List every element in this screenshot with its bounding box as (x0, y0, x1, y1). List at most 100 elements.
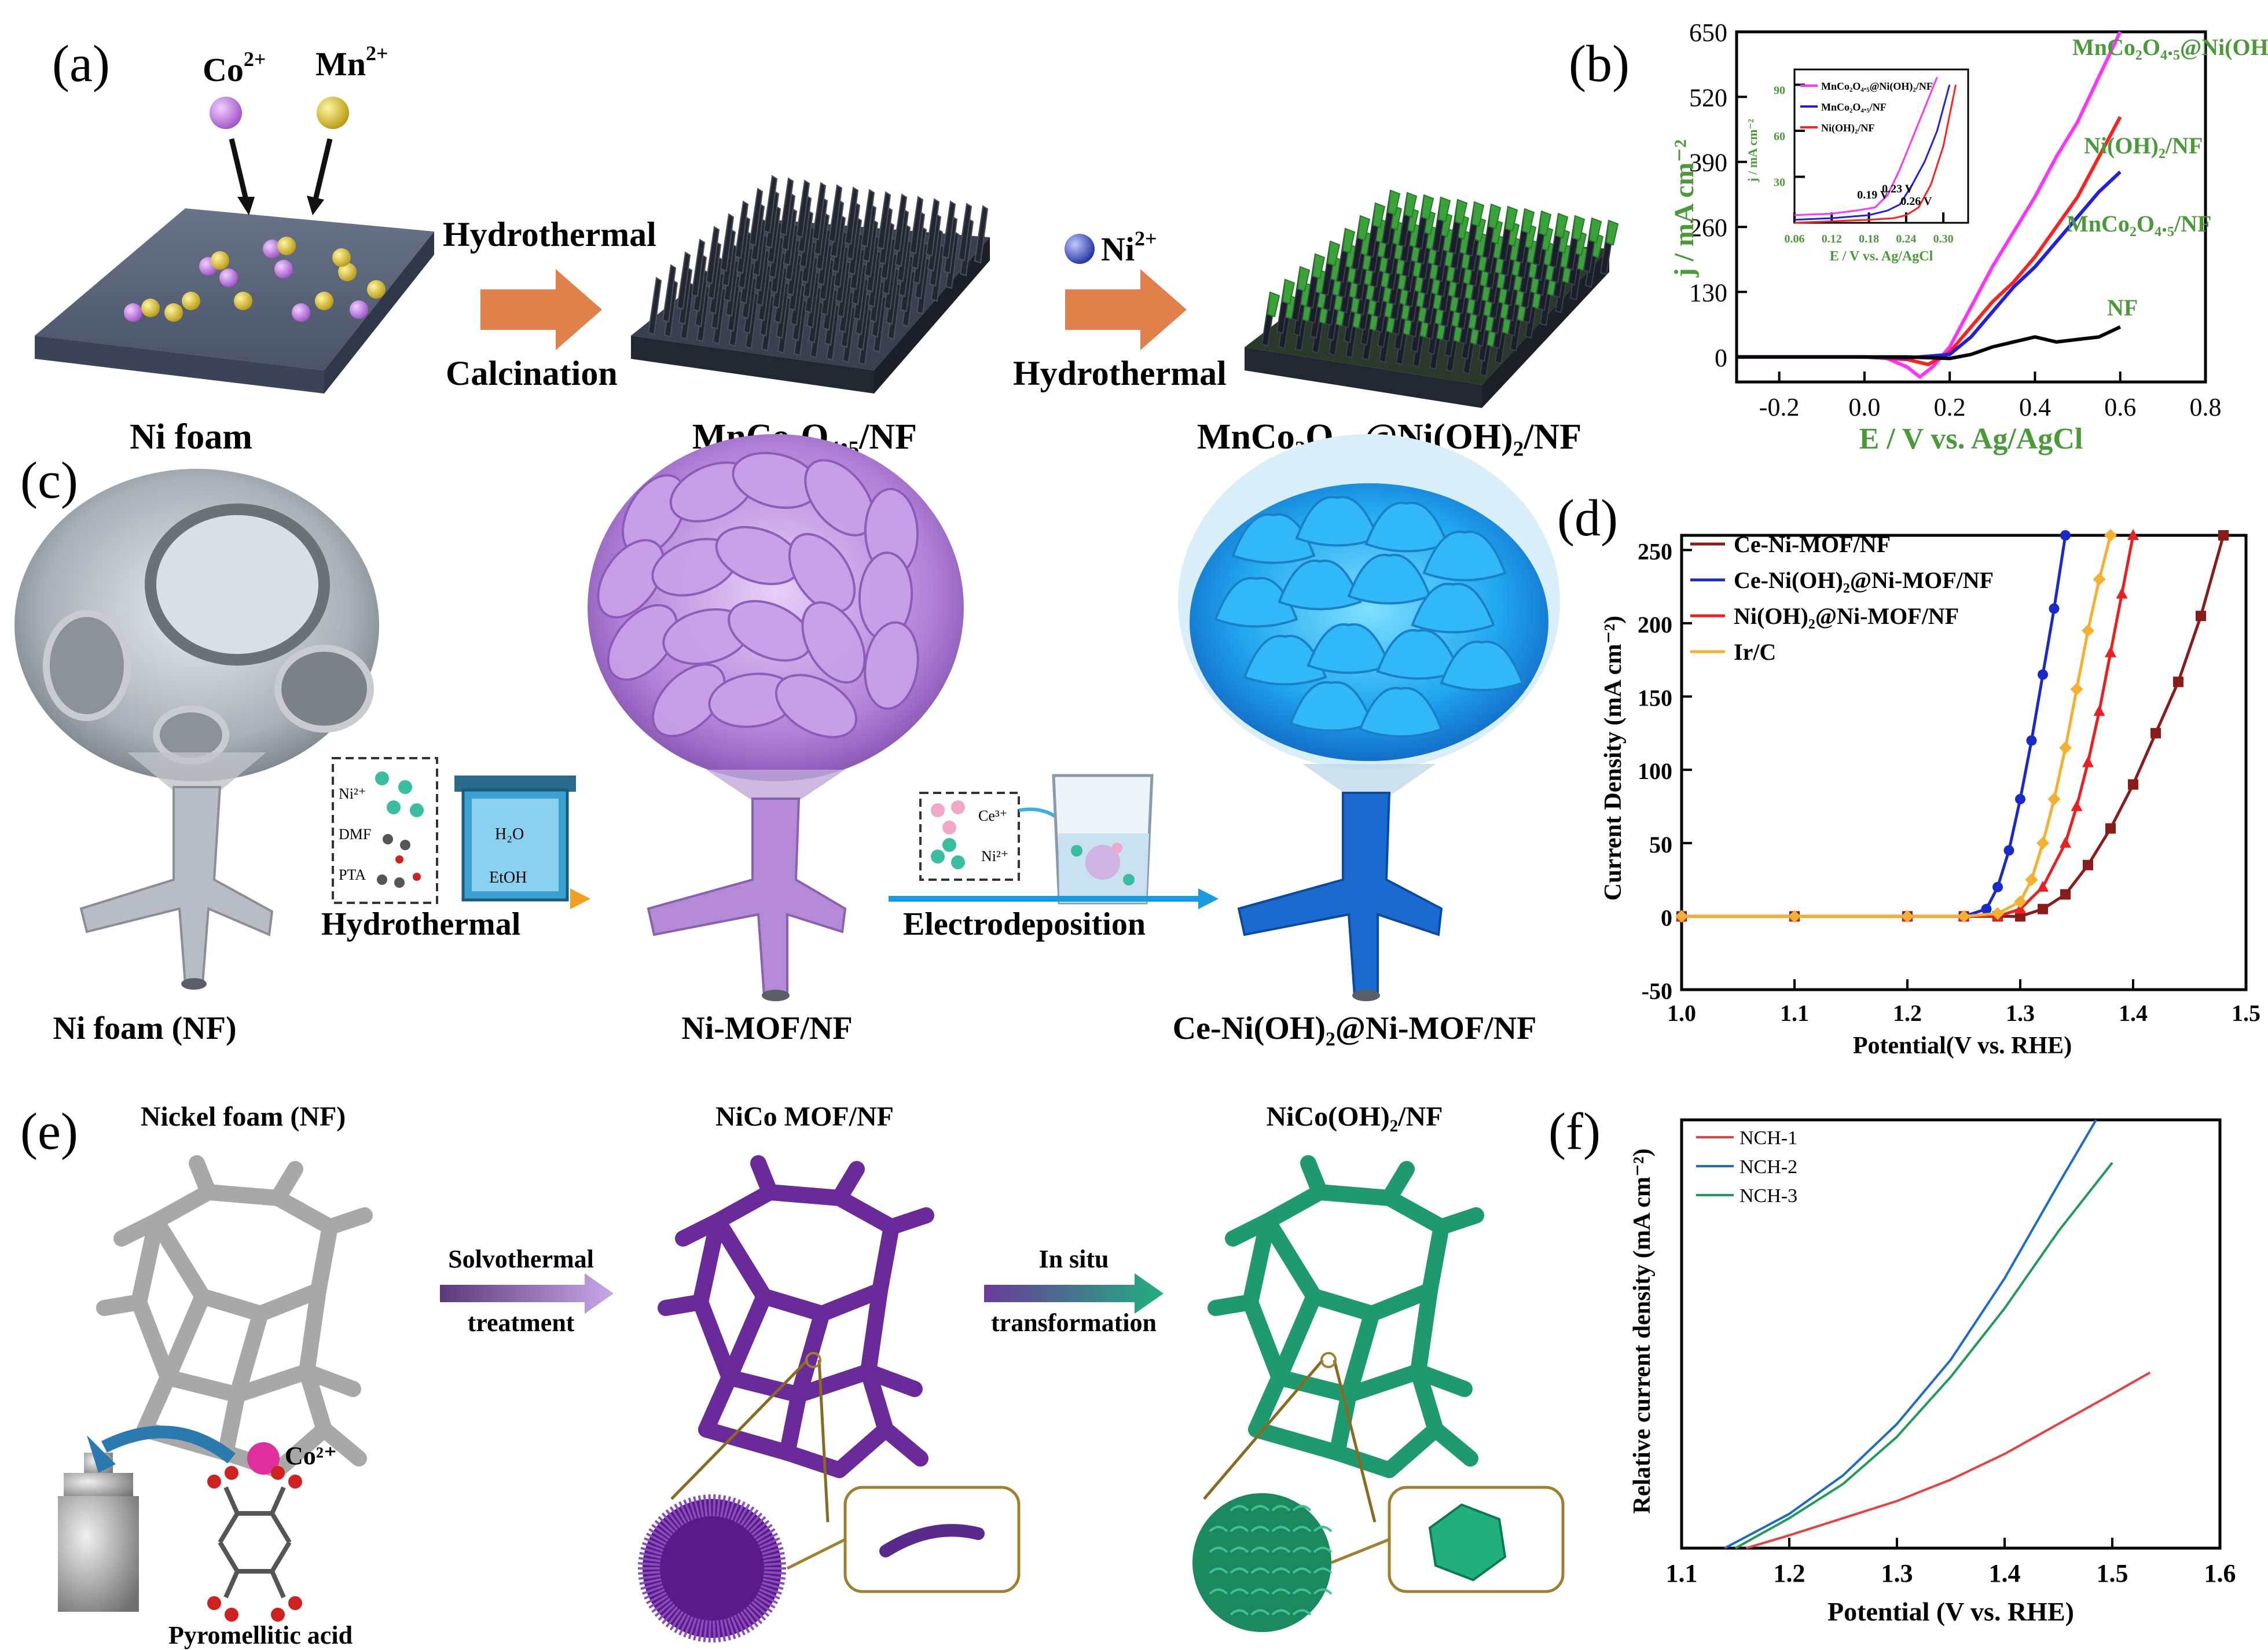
chart-d-point (2060, 836, 2071, 848)
chart-d-point (2127, 529, 2139, 540)
chart-d-x-axis-label: Potential(V vs. RHE) (1853, 1032, 2072, 1059)
chart-d-x-tick-label: 1.4 (2119, 1000, 2148, 1026)
ni-mof-node (647, 798, 847, 1001)
panel-b-letter: (b) (1569, 35, 1630, 93)
chart-b-y-axis-label: j / mA cm⁻² (1669, 139, 1700, 278)
chart-b-x-axis-label: E / V vs. Ag/AgCl (1859, 422, 2083, 455)
title-nico-oh: NiCo(OH)₂/NF (1266, 1101, 1443, 1132)
chart-d-point (2093, 572, 2106, 586)
step1-top-label: Hydrothermal (443, 215, 656, 253)
chart-f-series-line-1 (1746, 1371, 2151, 1549)
chart-d-y-tick-label: 150 (1638, 685, 1672, 711)
chart-d-legend-label: Ce-Ni-MOF/NF (1734, 531, 1891, 557)
chart-d-point (2071, 800, 2083, 811)
ni-foam-node (79, 786, 274, 990)
chart-b-inset-legend-label: MnCo₂O₄.₅/NF (1821, 101, 1887, 113)
chart-b-y-tick-label: 260 (1689, 214, 1727, 242)
ion-balls (124, 237, 386, 322)
chart-d-point (2105, 823, 2116, 834)
nanorod-icon (879, 1524, 985, 1557)
chart-d-y-tick-label: -50 (1642, 978, 1672, 1004)
nanorod-box (843, 1486, 1021, 1593)
caption-ce-nioh: Ce-Ni(OH)₂@Ni-MOF/NF (1173, 1010, 1537, 1046)
chart-d-plot-frame (1680, 534, 2248, 991)
chart-d-point (2026, 735, 2037, 746)
chart-d-series-line-4 (1682, 535, 2112, 918)
chart-d-y-tick-label: 100 (1638, 758, 1672, 784)
chart-b-inset-y-tick-label: 60 (1774, 130, 1785, 143)
chart-f-x-tick-label: 1.5 (2097, 1559, 2128, 1587)
caption-ni-foam: Ni foam (130, 417, 252, 457)
water-label: H₂O (495, 825, 524, 843)
pyromellitic-acid-label: Pyromellitic acid (168, 1621, 353, 1649)
chart-d-point (2173, 677, 2183, 688)
step-hydrothermal: Hydrothermal (321, 906, 520, 942)
autoclave-icon: H₂O EtOH (454, 776, 576, 902)
chart-b-inset-x-axis-label: E / V vs. Ag/AgCl (1830, 249, 1933, 264)
metal-reactor-icon (58, 1453, 139, 1612)
chart-b-x-tick-label: 0.2 (1934, 393, 1966, 421)
chart-d-point (2014, 895, 2027, 909)
ce-nioh-node (1237, 792, 1443, 1001)
chart-d-x-tick-label: 1.3 (2006, 1000, 2035, 1026)
chart-b-inset-annotation: 0.26 V (1900, 195, 1932, 208)
panel-e-letter: (e) (20, 1103, 78, 1160)
chart-d-point (1981, 903, 1992, 914)
chart-d-legend-label: Ce-Ni(OH)₂@Ni-MOF/NF (1734, 567, 1994, 593)
chart-d-point (2150, 727, 2161, 738)
step-solvothermal: Solvothermal (448, 1245, 594, 1273)
chart-d-point (1901, 910, 1914, 923)
chart-d-y-tick-label: 0 (1661, 905, 1672, 931)
beaker-icon (1052, 774, 1154, 905)
chart-b-inset-x-tick-label: 0.06 (1785, 233, 1805, 245)
chart-d-x-tick-label: 1.1 (1780, 1000, 1809, 1026)
chart-d-point (2116, 587, 2128, 599)
co-ion-icon (210, 97, 242, 129)
title-nico-mof: NiCo MOF/NF (715, 1101, 894, 1132)
chart-b-y-tick-label: 520 (1689, 83, 1727, 112)
nico-mof-cage (658, 1155, 934, 1478)
ni-ion-label-2: Ni²⁺ (981, 848, 1009, 865)
chart-b-plot-frame (1735, 30, 2207, 384)
chart-f-x-tick-label: 1.3 (1881, 1559, 1913, 1587)
chart-b-inset-y-tick-label: 30 (1774, 177, 1785, 189)
chart-b-x-tick-label: 0.4 (2019, 393, 2051, 421)
chart-b-inset-annotation: 0.19 V (1857, 189, 1889, 201)
chart-d-point (2093, 704, 2105, 716)
chart-f-x-tick-label: 1.2 (1774, 1559, 1805, 1587)
chart-d-point (2218, 530, 2229, 541)
ce-nioh-bubble (1178, 434, 1560, 810)
chart-b-inset-y-axis-label: j / mA cm⁻² (1745, 119, 1760, 183)
ce-ion-label: Ce³⁺ (978, 807, 1007, 824)
chart-f-legend-label: NCH-1 (1739, 1127, 1797, 1149)
step2-bottom-label: Hydrothermal (1013, 354, 1227, 392)
chart-f-plot-frame (1680, 1118, 2222, 1550)
chart-f-series-line-2 (1724, 1119, 2097, 1549)
chart-d-point (2060, 889, 2071, 900)
chart-f-y-axis-label: Relative current density (mA cm⁻²) (1629, 1148, 1656, 1513)
chart-f-legend-label: NCH-3 (1739, 1185, 1797, 1207)
chart-d-point (2105, 646, 2116, 657)
step-treatment: treatment (468, 1309, 575, 1337)
chart-b-series-label: NF (2107, 295, 2138, 321)
dmf-label: DMF (339, 826, 371, 843)
chart-f-x-tick-label: 1.1 (1666, 1559, 1698, 1587)
chart-d-point (2196, 611, 2206, 622)
panel-c: (c) Ni²⁺ DMF PTA (14, 434, 1560, 1046)
panel-c-letter: (c) (20, 452, 78, 509)
chart-f-x-axis-label: Potential (V vs. RHE) (1827, 1597, 2074, 1626)
nico-oh-sphere (1192, 1493, 1333, 1632)
chart-b-x-tick-label: 0.6 (2104, 393, 2136, 421)
purple-arrow-icon (440, 1273, 614, 1314)
nico-oh-cage (1208, 1155, 1484, 1478)
co-label: Co2+ (203, 47, 266, 89)
zoom-lines (670, 1359, 1377, 1523)
chart-b-inset-annotation: 0.23 V (1882, 183, 1914, 196)
chart-d-x-tick-label: 1.5 (2232, 1000, 2260, 1026)
chart-b-inset-y-tick-label: 90 (1774, 84, 1785, 97)
chart-d-point (2059, 741, 2072, 755)
